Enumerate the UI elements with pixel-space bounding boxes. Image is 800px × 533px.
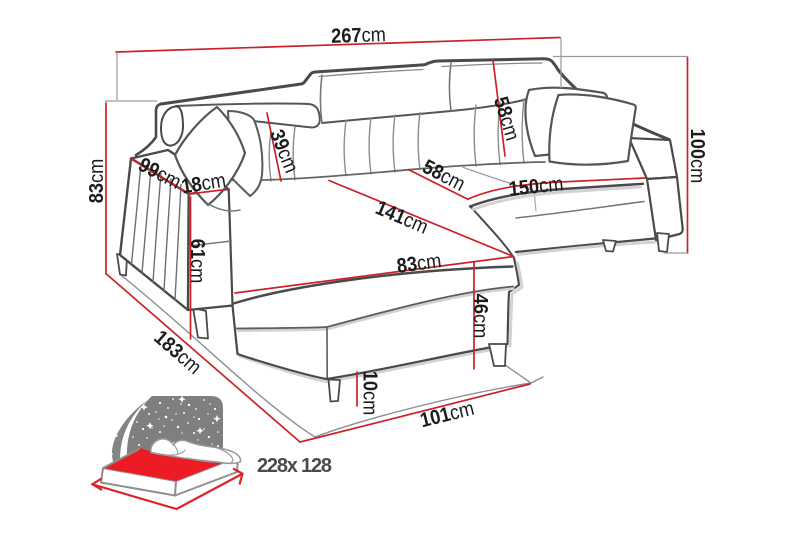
svg-text:83cm: 83cm bbox=[85, 159, 108, 204]
svg-text:100cm: 100cm bbox=[686, 129, 709, 184]
svg-text:61cm: 61cm bbox=[186, 239, 209, 284]
svg-text:58cm: 58cm bbox=[489, 94, 524, 143]
svg-text:18cm: 18cm bbox=[180, 169, 228, 199]
svg-text:150cm: 150cm bbox=[508, 172, 565, 201]
svg-text:228x 128: 228x 128 bbox=[257, 455, 332, 477]
svg-text:141cm: 141cm bbox=[372, 196, 431, 239]
svg-text:10cm: 10cm bbox=[358, 371, 381, 416]
svg-text:267cm: 267cm bbox=[331, 23, 386, 48]
svg-text:83cm: 83cm bbox=[395, 249, 442, 278]
svg-text:46cm: 46cm bbox=[469, 294, 492, 339]
